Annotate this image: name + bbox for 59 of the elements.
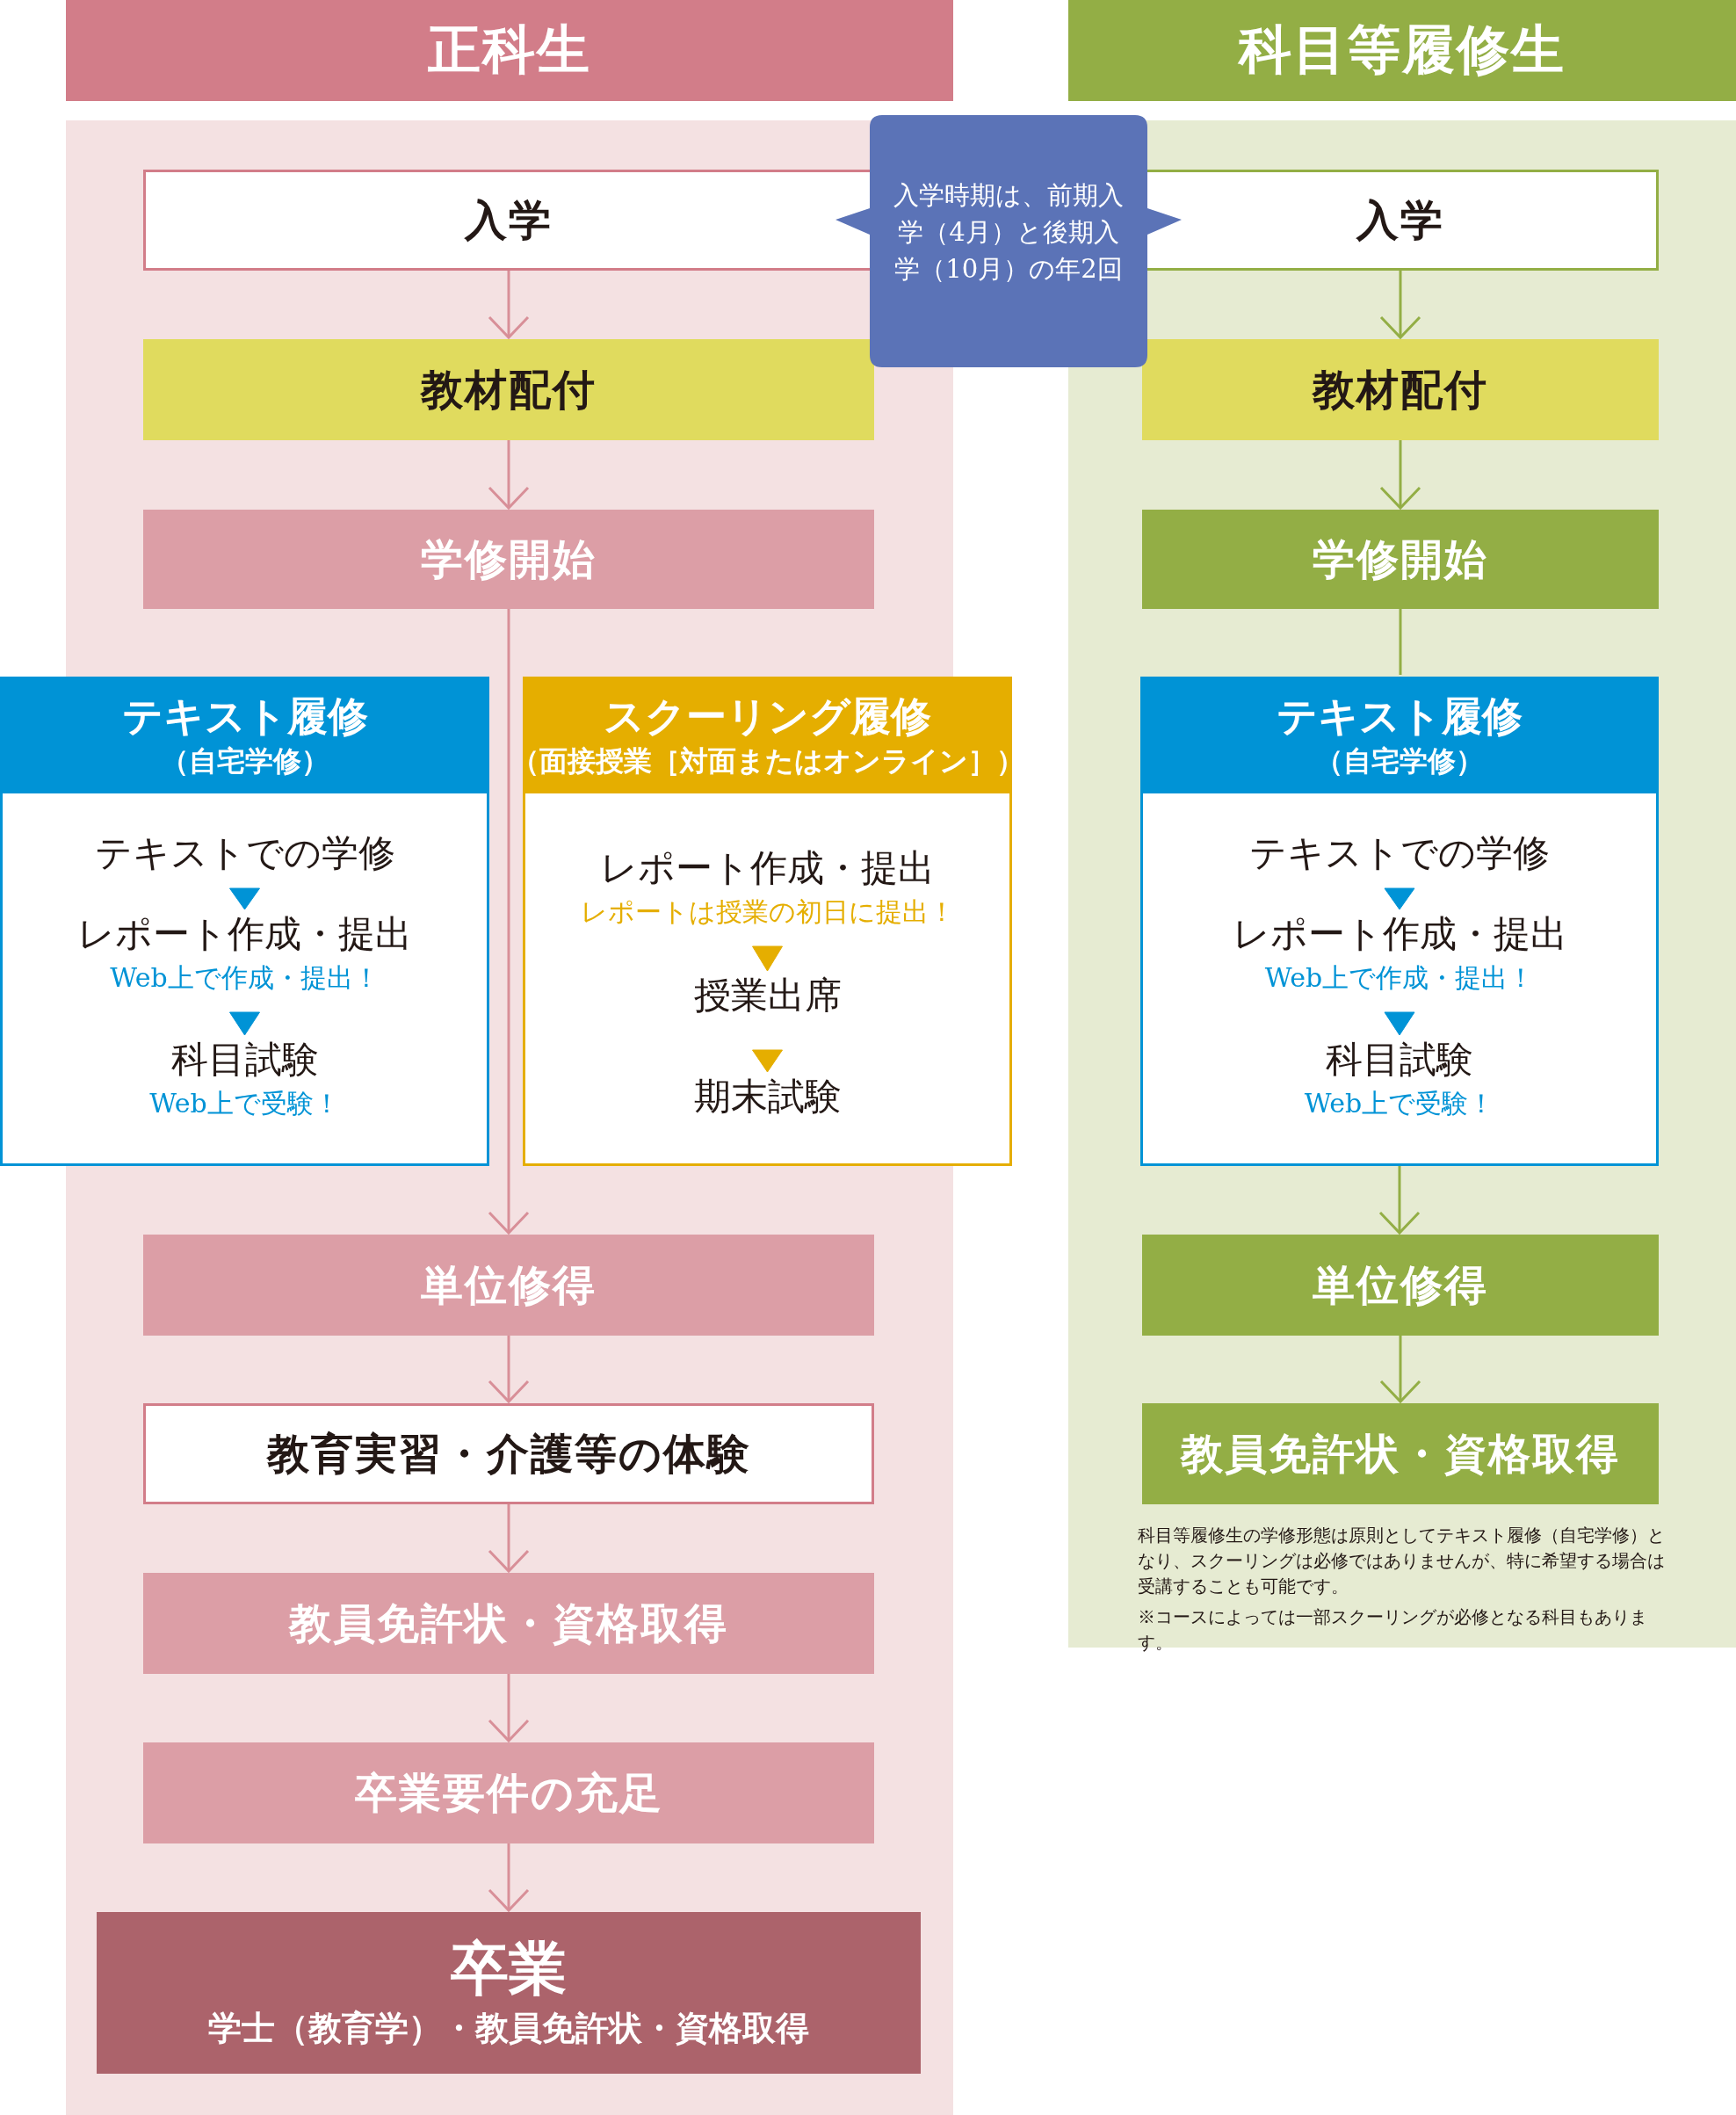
process-box: 教材配付 (143, 339, 874, 440)
subtitle-text: 学士（教育学）・教員免許状・資格取得 (208, 2008, 809, 2049)
step-note: Web上で受験！ (1304, 1087, 1495, 1120)
course-box (0, 677, 489, 1166)
arrow (1379, 1336, 1421, 1403)
process-box: 卒業要件の充足 (143, 1742, 874, 1843)
step-note: Web上で作成・提出！ (1264, 961, 1535, 995)
arrow (1379, 271, 1421, 339)
step-text: レポート作成・提出 (600, 845, 935, 891)
step-text: 科目試験 (170, 1037, 319, 1083)
note-text: 科目等履修生の学修形態は原則としてテキスト履修（自宅学修）となり、スクーリングは必修ではありませんが、特に希望する場合は受講することも可能です。 (1138, 1524, 1665, 1598)
connector-line (1399, 609, 1402, 675)
arrow (488, 1843, 530, 1912)
note-text: ※コースによっては一部スクーリングが必修となる科目もあります。 (1138, 1605, 1648, 1655)
arrow (488, 440, 530, 510)
arrow (1379, 440, 1421, 510)
header-band: 科目等履修生 (1068, 0, 1736, 101)
arrow (488, 609, 530, 1235)
step-arrow (1384, 1011, 1415, 1036)
graduation-box (97, 1912, 921, 2074)
subheading-text: （面接授業［対面またはオンライン］） (510, 743, 1024, 779)
step-text: 期末試験 (693, 1074, 842, 1119)
arrow (1378, 1166, 1421, 1235)
process-box: 教育実習・介護等の体験 (143, 1403, 874, 1504)
step-note: レポートは授業の初日に提出！ (580, 895, 955, 929)
arrow (488, 1674, 530, 1742)
process-box: 教員免許状・資格取得 (1142, 1403, 1659, 1504)
step-text: レポート作成・提出 (1232, 911, 1567, 957)
step-arrow (1384, 887, 1415, 910)
process-box: 学修開始 (143, 510, 874, 609)
process-box: 教員免許状・資格取得 (143, 1573, 874, 1674)
step-arrow (229, 887, 260, 910)
title-text: 卒業 (451, 1934, 567, 2004)
course-box (523, 677, 1012, 1166)
process-box: 学修開始 (1142, 510, 1659, 609)
step-text: テキストでの学修 (1249, 830, 1550, 876)
arrow (488, 1336, 530, 1403)
header-band: 正科生 (66, 0, 953, 101)
course-box (1140, 677, 1659, 1166)
step-arrow (752, 945, 783, 972)
subheading-text: （自宅学修） (1315, 743, 1484, 779)
callout-text: 入学時期は、前期入学（4月）と後期入学（10月）の年2回 (893, 179, 1125, 286)
arrow (488, 1504, 530, 1573)
subheading-text: （自宅学修） (160, 743, 329, 779)
step-text: テキストでの学修 (94, 830, 395, 876)
step-note: Web上で受験！ (149, 1087, 340, 1120)
process-box: 単位修得 (143, 1235, 874, 1336)
step-text: 授業出席 (693, 973, 842, 1018)
step-text: レポート作成・提出 (77, 911, 412, 957)
step-arrow (752, 1049, 783, 1073)
heading-text: テキスト履修 (1277, 692, 1523, 741)
heading-text: テキスト履修 (121, 692, 368, 741)
process-box: 単位修得 (1142, 1235, 1659, 1336)
step-arrow (229, 1011, 260, 1036)
heading-text: スクーリング履修 (604, 692, 931, 741)
step-text: 科目試験 (1326, 1037, 1473, 1083)
process-box: 教材配付 (1142, 339, 1659, 440)
step-note: Web上で作成・提出！ (110, 961, 380, 995)
arrow (488, 271, 530, 339)
